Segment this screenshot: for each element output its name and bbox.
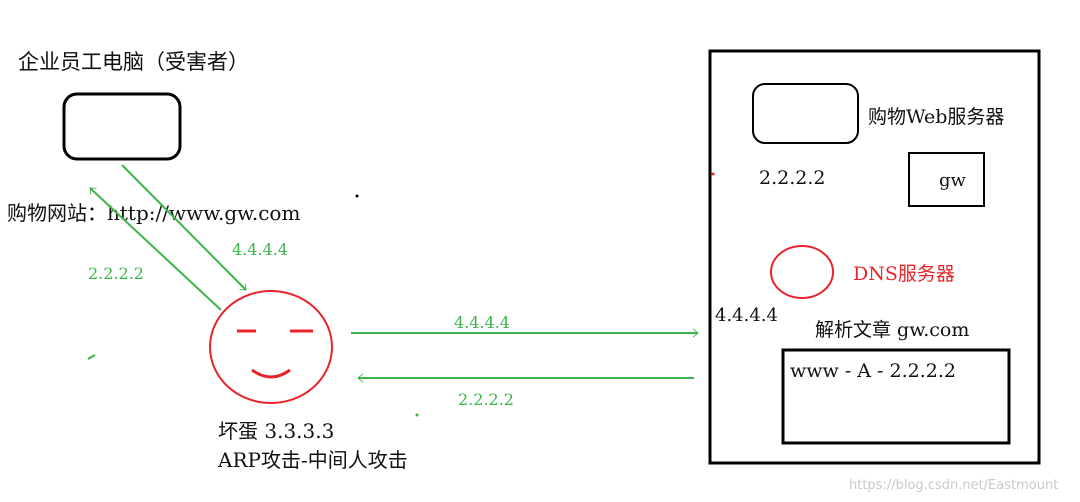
victim-computer-box [62,92,182,161]
stray-dot [355,194,359,198]
web-server-ip: 2.2.2.2 [759,167,825,189]
web-server-box [752,83,859,144]
label-arrow-server-to-attacker: 2.2.2.2 [458,390,514,409]
dns-server-label: DNS服务器 [853,263,955,285]
attack-type: ARP攻击-中间人攻击 [217,448,408,472]
arrow-attacker-to-victim [89,187,222,311]
dns-server-icon [770,245,834,299]
dns-server-ip: 4.4.4.4 [715,305,778,326]
attacker-name-ip: 坏蛋 3.3.3.3 [218,419,334,443]
victim-title: 企业员工电脑（受害者） [18,50,249,74]
resolve-label: 解析文章 gw.com [815,319,969,341]
stray-dot [711,172,715,176]
dns-record-box [781,348,1011,445]
gw-label: gw [939,170,967,191]
attacker-face-icon [209,290,333,404]
arrow-victim-to-attacker [121,164,247,291]
label-arrow-attacker-to-victim: 2.2.2.2 [88,264,144,283]
server-room-box [708,49,1041,465]
label-arrow-attacker-to-server: 4.4.4.4 [454,313,510,332]
shopping-site-url: 购物网站：http://www.gw.com [7,201,300,225]
stray-mark [87,354,96,360]
stray-dot [415,413,419,417]
dns-record: www - A - 2.2.2.2 [790,360,956,382]
watermark: https://blog.csdn.net/Eastmount [849,478,1058,493]
gw-box [908,152,985,207]
web-server-label: 购物Web服务器 [868,106,1004,128]
label-arrow-victim-to-attacker: 4.4.4.4 [232,240,288,259]
